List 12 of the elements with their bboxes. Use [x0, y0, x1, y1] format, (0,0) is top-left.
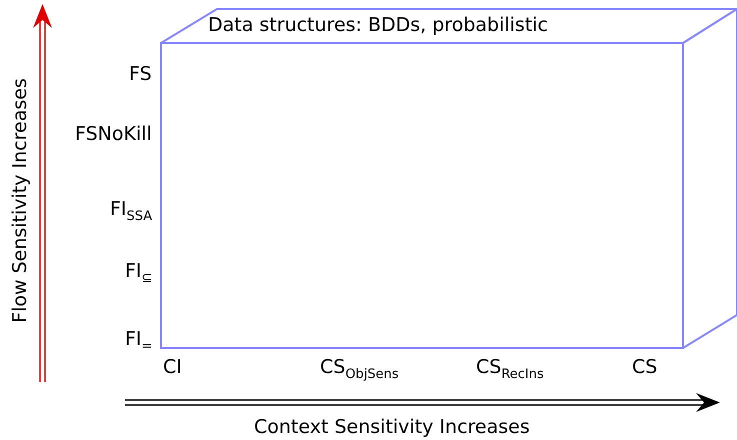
level-label: CS$_{ObjSens}$	[320, 358, 399, 381]
level-label: CS$_{RecIns}$	[476, 358, 544, 381]
level-label: CS	[632, 358, 658, 377]
level-label: FSNoKill	[75, 125, 152, 144]
axis-title: Flow Sensitivity Increases	[10, 78, 30, 322]
level-label: FI$_{SSA}$	[110, 200, 152, 223]
level-label: CI	[163, 358, 182, 377]
level-label: FI$_{=}$	[125, 330, 152, 353]
level-label: FI$_{⊆}$	[125, 262, 152, 285]
level-label: FS	[129, 65, 152, 84]
face-title: Data structures: BDDs, probabilistic	[208, 16, 548, 35]
axis-title: Context Sensitivity Increases	[254, 418, 530, 437]
